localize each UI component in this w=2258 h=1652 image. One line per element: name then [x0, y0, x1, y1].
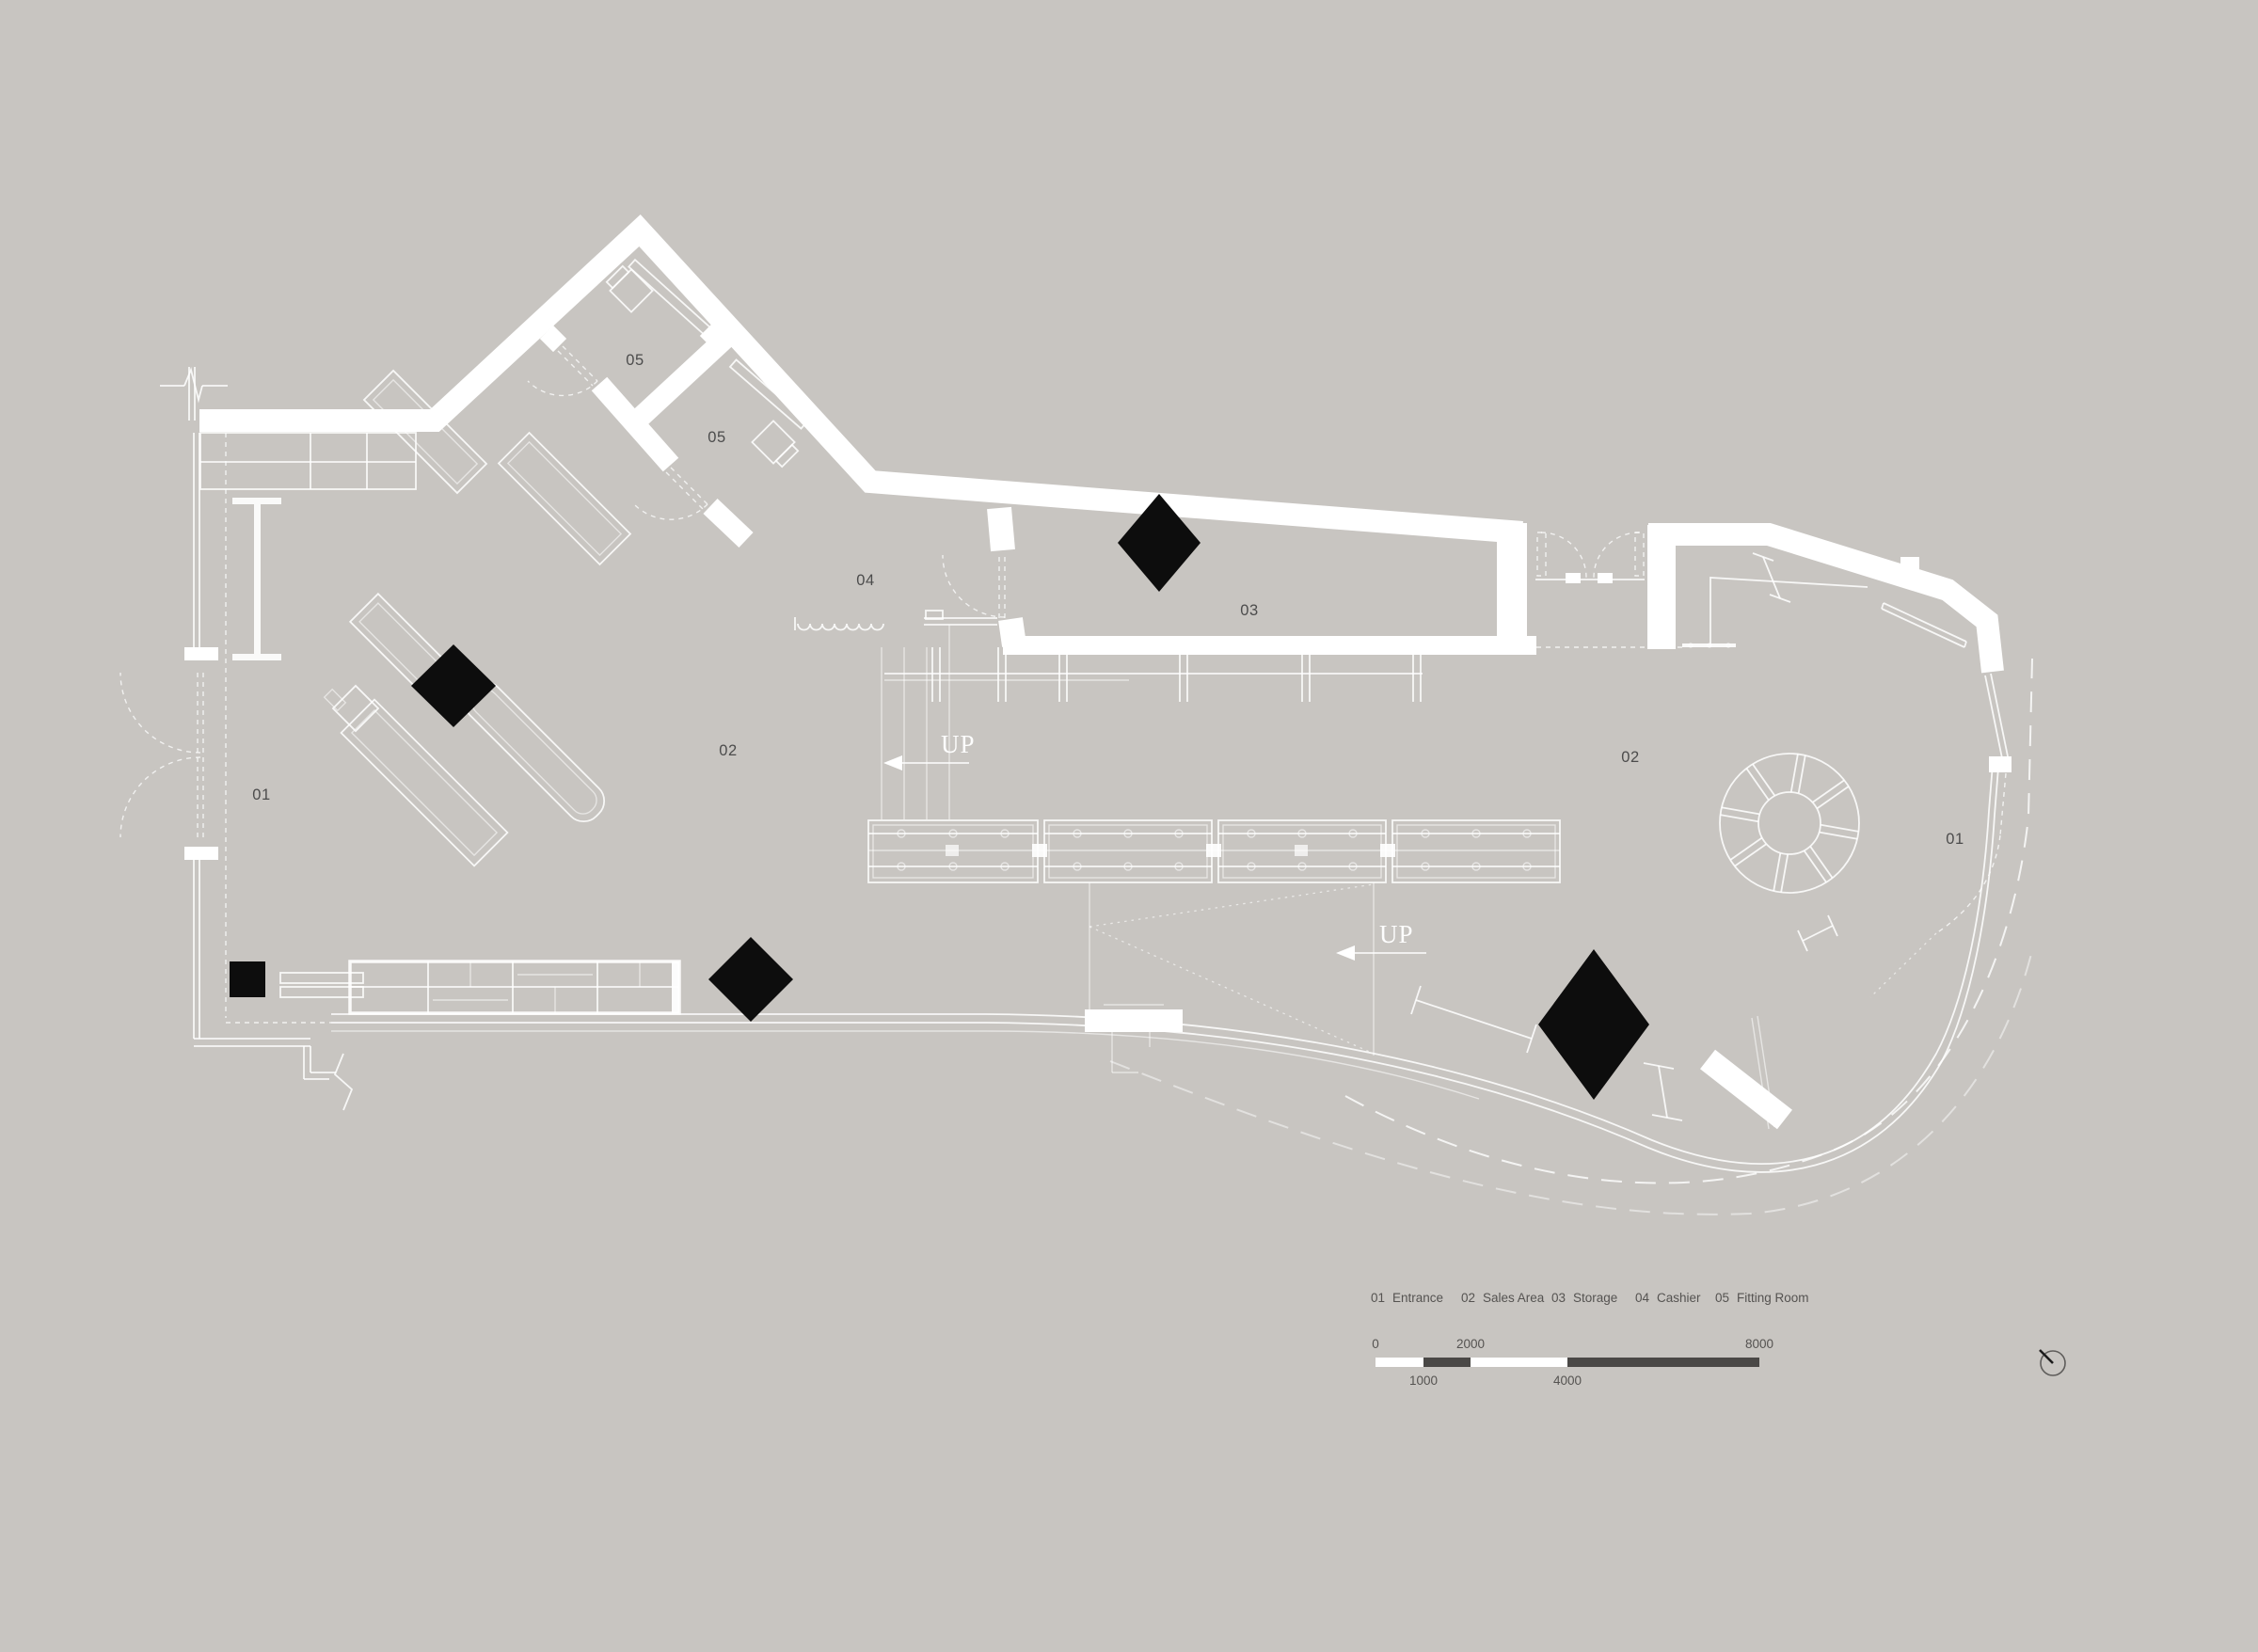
wall-rail — [1682, 577, 1868, 648]
room-label-cashier: 04 — [856, 572, 875, 589]
canopy-dashed-line — [1344, 658, 2033, 1184]
column-marker — [1118, 494, 1201, 592]
legend-name: Cashier — [1657, 1291, 1701, 1305]
open-door-leaf — [1700, 1049, 1792, 1130]
scale-bar: 0 2000 8000 1000 4000 — [1372, 1337, 1773, 1388]
up-arrow-icon — [883, 755, 902, 770]
room-label-sales-right: 02 — [1621, 749, 1640, 766]
direction-up-1: UP — [883, 730, 976, 770]
storage-door — [942, 554, 1006, 619]
garment-rail — [232, 498, 281, 660]
scale-segment — [1471, 1358, 1567, 1367]
direction-up-2: UP — [1336, 920, 1426, 961]
room-label-storage: 03 — [1240, 602, 1259, 619]
curtain-line — [797, 623, 884, 631]
hanger-rails — [884, 647, 1423, 702]
columns — [230, 494, 1649, 1100]
up-arrow-icon — [1336, 945, 1355, 961]
scale-tick: 2000 — [1456, 1337, 1485, 1351]
room-labels: 05 05 04 03 02 02 01 01 — [252, 352, 1964, 848]
room-label-entrance-left: 01 — [252, 786, 271, 803]
storefront-lines — [160, 367, 354, 1111]
side-table — [323, 688, 347, 712]
legend-code: 01 — [1371, 1291, 1385, 1305]
column-marker — [708, 937, 793, 1022]
legend-name: Fitting Room — [1737, 1291, 1809, 1305]
legend-code: 04 — [1635, 1291, 1650, 1305]
north-indicator-icon — [2039, 1349, 2066, 1376]
chair — [605, 264, 654, 313]
ramp — [1085, 882, 1375, 1073]
legend-code: 03 — [1551, 1291, 1566, 1305]
cashier-fixtures — [794, 610, 997, 631]
door-hinge-cap — [184, 847, 218, 860]
display-table — [340, 698, 509, 867]
bench — [1410, 985, 1537, 1054]
room-label-fitting-2: 05 — [708, 429, 726, 446]
scale-tick: 8000 — [1745, 1337, 1773, 1351]
legend-name: Sales Area — [1483, 1291, 1545, 1305]
wall-break-icon — [160, 367, 228, 421]
room-label-sales-left: 02 — [719, 742, 738, 759]
legend-code: 02 — [1461, 1291, 1475, 1305]
up-label: UP — [1379, 920, 1414, 948]
column-marker — [411, 644, 496, 727]
wall-shelf — [199, 432, 417, 490]
entrance-doors-right — [1527, 532, 1684, 648]
legend-name: Entrance — [1392, 1291, 1443, 1305]
rail-posts — [931, 647, 1422, 702]
long-shelving-unit — [348, 960, 681, 1015]
column-marker — [230, 961, 265, 997]
long-bench — [1881, 602, 1967, 648]
up-label: UP — [941, 730, 976, 758]
side-table — [331, 684, 380, 733]
fitting-room-doors — [527, 345, 708, 520]
display-tables-row — [867, 819, 1561, 883]
walls — [199, 214, 2004, 674]
scale-tick: 0 — [1372, 1337, 1379, 1351]
sales-area-right-fixtures — [1682, 552, 1967, 894]
legend-code: 05 — [1715, 1291, 1729, 1305]
bottom-right-fixtures — [1410, 914, 1838, 1130]
column-marker — [1538, 949, 1649, 1100]
display-table — [497, 431, 632, 566]
legend: 01 Entrance 02 Sales Area 03 Storage 04 … — [1371, 1291, 1809, 1305]
room-label-entrance-right: 01 — [1946, 831, 1964, 848]
scale-segment — [1567, 1358, 1759, 1367]
scale-segment — [1375, 1358, 1423, 1367]
scale-segment — [1423, 1358, 1471, 1367]
fitting-room-furniture — [605, 258, 809, 469]
room-label-fitting-1: 05 — [626, 352, 644, 369]
scale-tick: 4000 — [1553, 1374, 1582, 1388]
entrance-doors-left — [119, 647, 218, 860]
door-hinge-cap — [184, 647, 218, 660]
chair — [751, 420, 800, 469]
door-jamb — [1989, 756, 2012, 772]
stairs — [881, 625, 950, 819]
bench — [1797, 914, 1838, 952]
low-shelf — [279, 972, 364, 998]
wall-break-icon — [333, 1053, 354, 1111]
table-module — [1391, 819, 1561, 883]
canopy-dashed-line — [1109, 949, 2033, 1215]
curved-storefront — [331, 658, 2033, 1215]
bench — [1752, 552, 1791, 603]
circular-display — [1719, 753, 1860, 894]
bench — [1643, 1062, 1683, 1121]
scale-tick: 1000 — [1409, 1374, 1438, 1388]
legend-name: Storage — [1573, 1291, 1617, 1305]
ramp-landing — [1085, 1009, 1183, 1032]
